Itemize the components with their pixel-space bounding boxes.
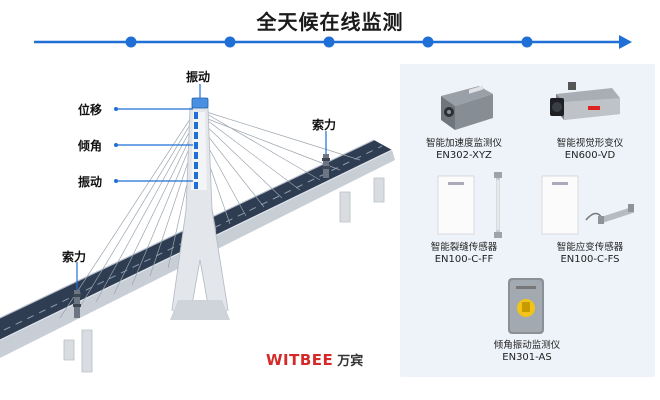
product-model: EN301-AS (502, 352, 552, 363)
product-model: EN600-VD (564, 150, 616, 161)
product-card-tilt-vibration: 倾角振动监测仪 EN301-AS (465, 274, 589, 364)
tilt-vibration-device-icon (508, 278, 544, 334)
brand-name-cn: 万宾 (337, 354, 364, 369)
product-model: EN100-C-FS (560, 254, 620, 265)
product-model: EN302-XYZ (436, 150, 492, 161)
product-name: 智能视觉形变仪 (556, 138, 624, 149)
accelerometer-device-icon (441, 85, 493, 130)
label-displacement: 位移 (78, 103, 103, 117)
timeline-dot (422, 36, 434, 48)
product-panel: 智能加速度监测仪 EN302-XYZ 智能视觉形变仪 EN600-VD (400, 64, 655, 377)
product-card-accelerometer: 智能加速度监测仪 EN302-XYZ (402, 72, 526, 162)
product-name: 智能裂缝传感器 (430, 242, 498, 253)
callout-leader-lines (76, 84, 327, 290)
product-model: EN100-C-FF (434, 254, 494, 265)
timeline-dot (323, 36, 335, 48)
product-card-vision-camera: 智能视觉形变仪 EN600-VD (528, 72, 652, 162)
timeline-dot (521, 36, 533, 48)
crack-sensor-device-icon (437, 172, 502, 238)
pylon-sensors (191, 97, 209, 189)
cable-stayed-bridge-illustration (0, 84, 395, 373)
product-card-strain-sensor: 智能应变传感器 EN100-C-FS (528, 170, 652, 266)
product-name: 智能应变传感器 (556, 242, 624, 253)
label-vibration-mid: 振动 (78, 175, 103, 189)
strain-sensor-device-icon (541, 175, 635, 235)
label-cable-force-left: 索力 (62, 250, 87, 264)
vibration-sensor-top (191, 97, 209, 109)
product-name: 智能加速度监测仪 (425, 138, 502, 149)
cable-force-sensor-right (322, 154, 330, 178)
label-cable-force-right: 索力 (312, 118, 337, 132)
timeline-dot (125, 36, 137, 48)
bridge-piers (63, 177, 385, 373)
product-name: 倾角振动监测仪 (493, 340, 561, 351)
label-vibration-top: 振动 (186, 70, 211, 84)
page-title: 全天候在线监测 (256, 10, 404, 34)
timeline-arrow (34, 35, 632, 49)
pylon (170, 107, 230, 320)
cable-force-sensor-left (73, 290, 81, 318)
product-card-crack-sensor: 智能裂缝传感器 EN100-C-FF (402, 170, 526, 266)
timeline-dot (224, 36, 236, 48)
vision-camera-device-icon (550, 82, 620, 120)
brand-name-en: WITBEE (266, 351, 334, 369)
label-inclination: 倾角 (78, 139, 103, 153)
